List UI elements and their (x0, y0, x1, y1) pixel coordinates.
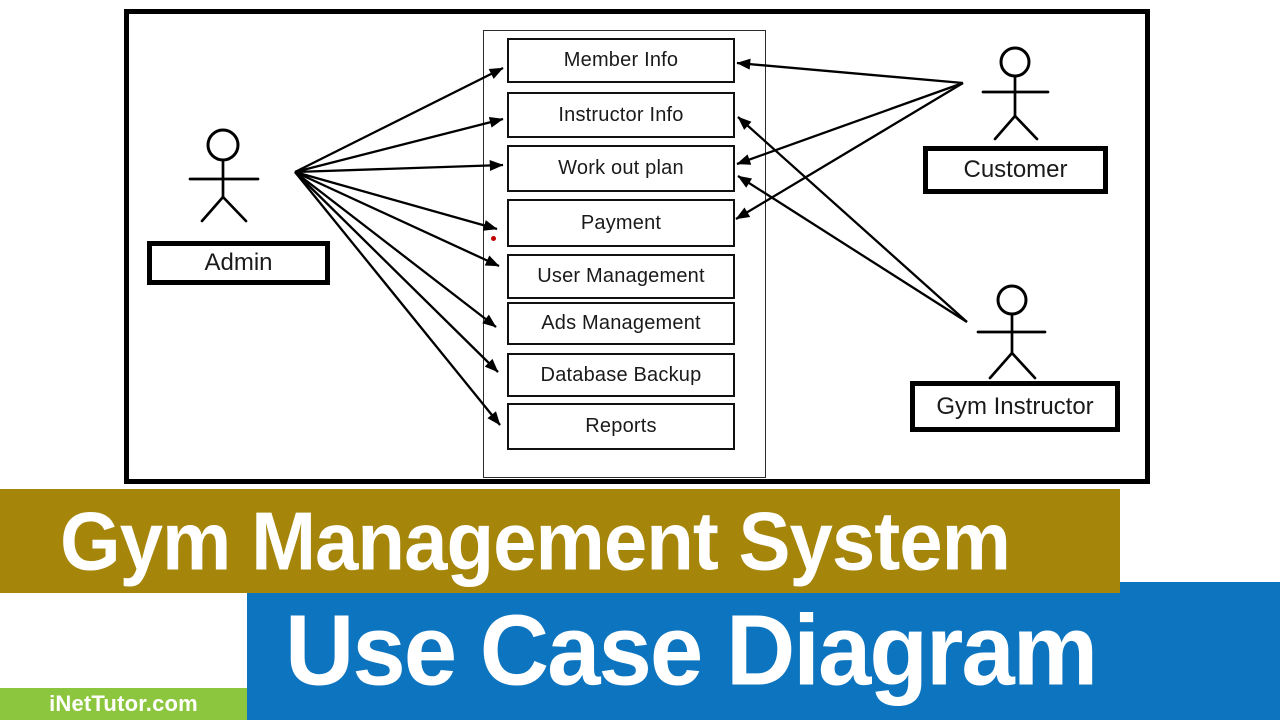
actor-label-customer: Customer (923, 146, 1108, 194)
actor-label-gym-instructor: Gym Instructor (910, 381, 1120, 432)
use-case-work-out-plan: Work out plan (507, 145, 735, 192)
actor-label-admin: Admin (147, 241, 330, 285)
subtitle-text: Use Case Diagram (285, 594, 1098, 707)
use-case-reports: Reports (507, 403, 735, 450)
subtitle-banner: Use Case Diagram (247, 582, 1280, 720)
use-case-payment: Payment (507, 199, 735, 247)
title-banner: Gym Management System (0, 489, 1120, 593)
use-case-ads-management: Ads Management (507, 302, 735, 345)
brand-text: iNetTutor.com (49, 691, 198, 716)
use-case-database-backup: Database Backup (507, 353, 735, 397)
title-text: Gym Management System (60, 494, 1011, 588)
use-case-instructor-info: Instructor Info (507, 92, 735, 138)
use-case-member-info: Member Info (507, 38, 735, 83)
red-dot-artifact (491, 236, 496, 241)
use-case-user-management: User Management (507, 254, 735, 299)
brand-strip: iNetTutor.com (0, 688, 247, 720)
